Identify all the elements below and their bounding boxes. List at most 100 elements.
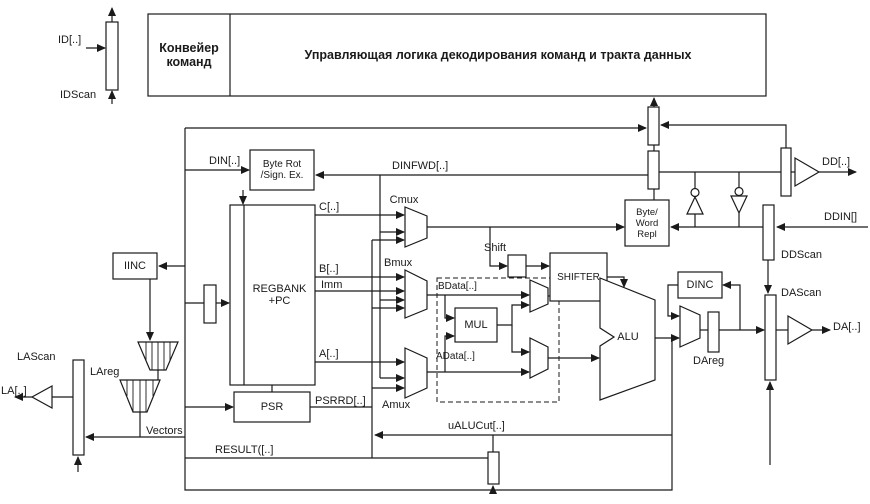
tristate2-buffer bbox=[730, 195, 748, 215]
a-operand-latch bbox=[529, 337, 549, 379]
byte-word-line1: Byte/ bbox=[636, 206, 658, 218]
lascan-label: LAScan bbox=[17, 351, 56, 363]
la-register bbox=[72, 359, 85, 456]
shifter-label: SHIFTER bbox=[550, 253, 607, 301]
byte-word-repl-label: Byte/ Word Repl bbox=[625, 200, 669, 246]
alu-text: ALU bbox=[617, 331, 639, 343]
pipeline-control-box bbox=[147, 13, 767, 97]
din-register-2 bbox=[647, 150, 660, 190]
psr-box bbox=[233, 391, 311, 423]
wire-a-to-mul bbox=[444, 332, 455, 372]
iinc-box bbox=[112, 252, 158, 280]
byte-rot-line1: Byte Rot bbox=[262, 159, 302, 170]
da-output-buffer bbox=[787, 314, 814, 346]
control-logic-title: Управляющая логика декодирования команд … bbox=[234, 14, 762, 96]
ddscan-register bbox=[762, 204, 775, 261]
wire-result-loop bbox=[184, 128, 673, 491]
lareg-label: LAreg bbox=[90, 366, 120, 378]
wire-dinc-back bbox=[667, 284, 680, 320]
b-operand-latch bbox=[529, 279, 549, 313]
result-register bbox=[487, 451, 500, 485]
regbank-label: REGBANK +PC bbox=[244, 205, 315, 385]
idscan-label: IDScan bbox=[60, 89, 97, 101]
c-bus-label: C[..] bbox=[319, 201, 340, 213]
psr-text: PSR bbox=[260, 401, 284, 413]
dascan-label: DAScan bbox=[781, 287, 822, 299]
iinc-label: IINC bbox=[113, 253, 157, 279]
tristate2-bubble bbox=[734, 186, 744, 197]
shifter-box bbox=[549, 252, 608, 302]
regbank-line1: REGBANK bbox=[252, 283, 307, 295]
pipeline-title-line2: команд bbox=[166, 55, 212, 69]
dd-pad-label: DD[..] bbox=[822, 156, 851, 168]
mul-unit-dashed-box bbox=[436, 277, 560, 403]
b-bus-label: B[..] bbox=[319, 263, 339, 275]
buffers bbox=[30, 156, 821, 410]
la-output-buffer bbox=[30, 384, 53, 410]
byte-rot-label: Byte Rot /Sign. Ex. bbox=[250, 150, 314, 190]
wire-mul-out-up bbox=[497, 301, 530, 326]
tristate1-buffer bbox=[686, 195, 704, 215]
dinc-box bbox=[677, 271, 723, 299]
write-port-register bbox=[203, 284, 217, 324]
wire-shift-drop bbox=[489, 227, 508, 270]
bmux-label: Bmux bbox=[384, 257, 413, 269]
cmux-shape bbox=[404, 206, 428, 248]
alu-shape bbox=[599, 277, 656, 401]
vectors-label: Vectors bbox=[146, 425, 183, 437]
dinfwd-label: DINFWD[..] bbox=[392, 160, 449, 172]
id-register bbox=[105, 21, 119, 91]
shift-label: Shift bbox=[484, 242, 507, 254]
byte-rot-box bbox=[249, 149, 315, 191]
adata-label: AData[..] bbox=[436, 351, 475, 362]
a-bus-label: A[..] bbox=[319, 348, 339, 360]
wire-shifter-alu bbox=[607, 276, 628, 288]
result-label: RESULT([..] bbox=[215, 444, 274, 456]
dinc-label: DINC bbox=[678, 272, 722, 298]
iinc-text: IINC bbox=[124, 260, 146, 272]
dd-register bbox=[780, 147, 792, 197]
mul-text: MUL bbox=[464, 319, 488, 331]
dareg-label: DAreg bbox=[693, 355, 725, 367]
da-mux-shape bbox=[679, 305, 701, 348]
pipeline-title: Конвейер команд bbox=[148, 14, 230, 96]
address-funnel-hatch bbox=[145, 342, 171, 370]
byte-rot-line2: /Sign. Ex. bbox=[260, 170, 304, 181]
mul-box bbox=[454, 307, 498, 343]
imm-label: Imm bbox=[321, 279, 343, 291]
wire-b-to-mul bbox=[444, 295, 455, 322]
mul-label: MUL bbox=[455, 308, 497, 342]
wire-mul-out-down bbox=[511, 325, 530, 356]
byte-word-line3: Repl bbox=[637, 228, 657, 240]
amux-shape bbox=[404, 347, 428, 399]
ddscan-label: DDScan bbox=[781, 249, 822, 261]
tristate1-bubble bbox=[690, 187, 700, 198]
bdata-label: BData[..] bbox=[438, 281, 477, 292]
psr-label: PSR bbox=[234, 392, 310, 422]
cmux-label: Cmux bbox=[389, 194, 419, 206]
da-pad-label: DA[..] bbox=[833, 321, 861, 333]
alu-label: ALU bbox=[606, 329, 650, 345]
control-logic-text: Управляющая логика декодирования команд … bbox=[304, 48, 692, 62]
muxes bbox=[119, 206, 701, 413]
la-pad-label: LA[..] bbox=[1, 385, 27, 397]
dinc-text: DINC bbox=[686, 279, 714, 291]
shift-box bbox=[507, 254, 527, 278]
registers bbox=[72, 21, 792, 485]
regbank-line2: +PC bbox=[268, 295, 291, 307]
byte-word-repl-box bbox=[624, 199, 670, 247]
ualucut-label: uALUCut[..] bbox=[448, 420, 505, 432]
dd-output-buffer bbox=[794, 156, 821, 188]
amux-label: Amux bbox=[382, 399, 411, 411]
blocks bbox=[112, 13, 767, 423]
bmux-shape bbox=[404, 269, 428, 319]
byte-word-line2: Word bbox=[635, 217, 659, 229]
wires bbox=[14, 7, 868, 494]
id-bus-label: ID[..] bbox=[58, 34, 82, 46]
din-register-1 bbox=[647, 106, 660, 146]
da-register bbox=[764, 294, 777, 381]
din-label: DIN[..] bbox=[209, 155, 241, 167]
dareg-register bbox=[707, 311, 720, 353]
